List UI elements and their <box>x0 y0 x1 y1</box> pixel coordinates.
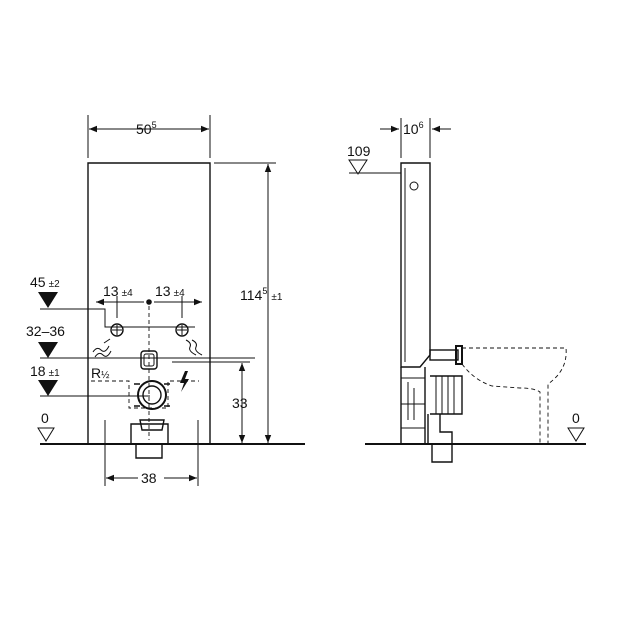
level-45-label: 45±2 <box>30 274 60 290</box>
side-panel <box>400 162 431 368</box>
side-view: 106 109 0 <box>347 118 586 463</box>
level-18-label: 18±1 <box>30 363 60 379</box>
front-view: 505 1145±1 45±2 13±4 13±4 <box>26 115 305 486</box>
offset-left-label: 13±4 <box>103 283 133 299</box>
drain-bend <box>430 375 463 415</box>
height-dimension-label: 1145±1 <box>240 286 283 303</box>
front-floor-triangle-icon <box>37 427 55 442</box>
depth-dimension-label: 106 <box>403 120 424 137</box>
centre-point <box>146 299 152 305</box>
front-floor-level-label: 0 <box>41 410 49 426</box>
level-45-line <box>40 308 195 328</box>
water-inlet-right-icon <box>175 323 203 356</box>
front-panel <box>87 162 211 445</box>
side-button <box>409 181 419 191</box>
side-frame <box>400 367 426 444</box>
thread-dashed-box <box>91 380 199 409</box>
side-floor-triangle-icon <box>567 427 585 442</box>
drain-pipe-inner <box>407 382 415 420</box>
toilet-outline-bowl <box>461 363 541 444</box>
top-level-label: 109 <box>347 143 371 159</box>
drain-stub <box>135 444 163 459</box>
toilet-outline-top <box>462 347 567 444</box>
top-level-triangle-icon <box>348 159 368 175</box>
water-inlet-left-icon <box>92 323 124 358</box>
pan-connector-flange <box>455 345 463 365</box>
drain-assembly <box>134 350 170 431</box>
side-frame-bars <box>401 377 425 429</box>
drain-pipe <box>427 414 453 463</box>
thread-label: R½ <box>91 365 110 381</box>
drain-bend-rings <box>435 376 455 414</box>
level-45-triangle-icon <box>38 292 58 308</box>
pan-connector <box>429 349 459 361</box>
level-32-36-label: 32–36 <box>26 323 65 339</box>
width-dimension-label: 505 <box>136 120 157 137</box>
electric-connection-icon <box>180 371 189 392</box>
offset-right-label: 13±4 <box>155 283 185 299</box>
drain-height-label: 33 <box>232 395 248 411</box>
level-18-triangle-icon <box>38 380 58 396</box>
base-width-label-bg <box>138 470 164 486</box>
side-floor-level-label: 0 <box>572 410 580 426</box>
level-32-36-triangle-icon <box>38 342 58 358</box>
base-width-label: 38 <box>141 470 157 486</box>
